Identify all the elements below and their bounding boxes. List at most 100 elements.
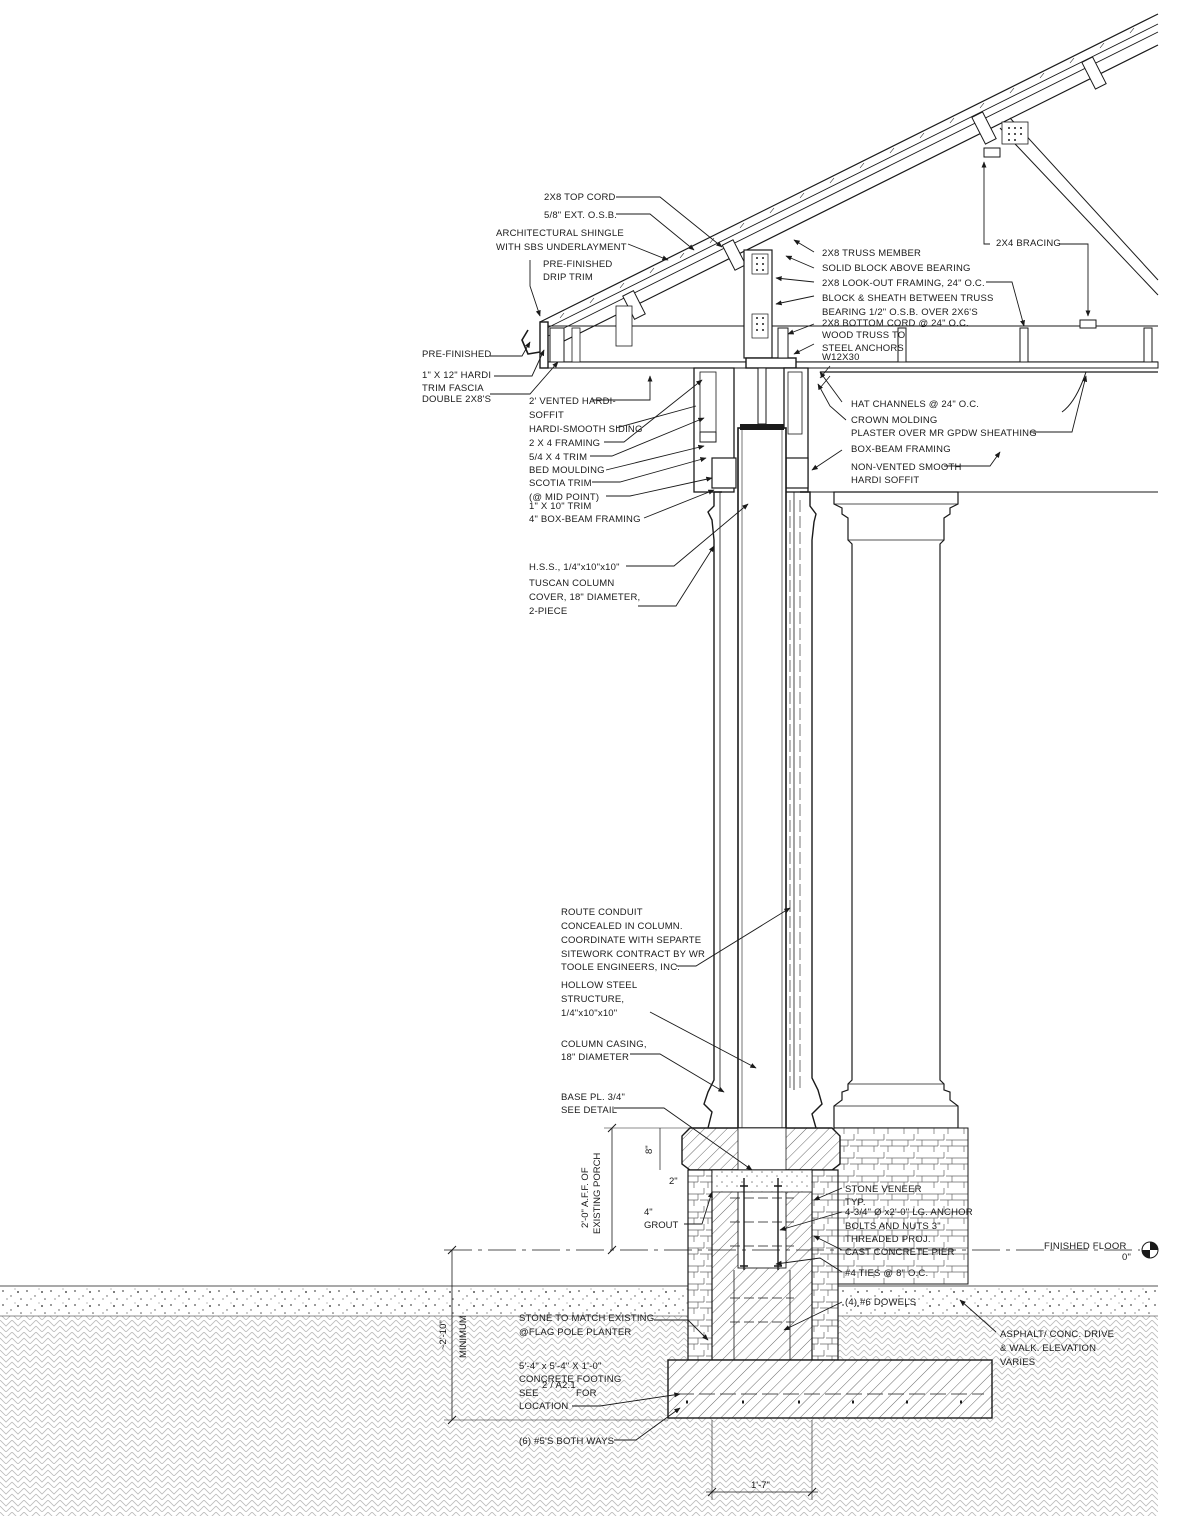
dim-8in: 8": [644, 1145, 655, 1154]
label-double-2x8: DOUBLE 2X8'S: [422, 394, 491, 405]
label-non-vented-soffit-2: HARDI SOFFIT: [851, 475, 919, 486]
label-drip-trim-2: DRIP TRIM: [543, 272, 593, 283]
label-crown-molding: CROWN MOLDING: [851, 415, 938, 426]
roof-assembly: [521, 13, 1159, 413]
base-annotations: STONE VENEER TYP. 4-3/4" Ø x2'-0" LG. AN…: [845, 1184, 1114, 1368]
label-tuscan-3: 2-PIECE: [529, 606, 567, 617]
dim-minimum: MINIMUM: [458, 1315, 469, 1358]
box-beam: [693, 365, 1158, 493]
label-footing-rebar: (6) #5'S BOTH WAYS: [519, 1436, 614, 1447]
label-fascia-1: 1" X 12" HARDI: [422, 370, 491, 381]
label-hat-channels: HAT CHANNELS @ 24" O.C.: [851, 399, 979, 410]
tuscan-column-elevation: [833, 491, 969, 1285]
label-non-vented-soffit-1: NON-VENTED SMOOTH: [851, 462, 962, 473]
dimension-lines: [444, 1123, 818, 1500]
label-base-plate-2: SEE DETAIL: [561, 1105, 617, 1116]
label-asphalt-3: VARIES: [1000, 1357, 1035, 1368]
dim-2in: 2": [669, 1176, 678, 1187]
label-tuscan-1: TUSCAN COLUMN: [529, 578, 614, 589]
label-steel-anchors: STEEL ANCHORS: [822, 343, 904, 354]
label-hollow-steel-2: STRUCTURE,: [561, 994, 624, 1005]
dim-depth: ~2'-10": [438, 1320, 449, 1350]
label-stone-veneer-typ: TYP.: [845, 1197, 866, 1208]
label-dowels: (4) #6 DOWELS: [845, 1297, 916, 1308]
label-asphalt-2: & WALK. ELEVATION: [1000, 1343, 1096, 1354]
label-base-plate-1: BASE PL. 3/4": [561, 1092, 625, 1103]
label-5-4-trim: 5/4 X 4 TRIM: [529, 452, 587, 463]
label-w12x30: W12X30: [822, 352, 860, 363]
label-ties: #4 TIES @ 8" O.C.: [845, 1268, 928, 1279]
column-casing: [703, 491, 823, 1129]
label-footing-ref: 2 / A2.1: [542, 1380, 576, 1391]
label-top-cord: 2X8 TOP CORD: [544, 192, 616, 203]
label-truss-member: 2X8 TRUSS MEMBER: [822, 248, 921, 259]
roof-annotations: 2X8 TOP CORD 5/8" EXT. O.S.B. ARCHITECTU…: [422, 192, 627, 405]
label-casing-1: COLUMN CASING,: [561, 1039, 647, 1050]
dim-pier-width: 1'-7": [751, 1480, 770, 1491]
label-vented-soffit-2: SOFFIT: [529, 410, 564, 421]
label-conduit-4: SITEWORK CONTRACT BY WR: [561, 949, 705, 960]
label-anchor-bolts-2: BOLTS AND NUTS 3": [845, 1221, 941, 1232]
label-fascia-2: TRIM FASCIA: [422, 383, 484, 394]
dimension-annotations: 2'-0" A.F.F. OF EXISTING PORCH 8" 2" 4" …: [438, 1145, 770, 1491]
label-osb: 5/8" EXT. O.S.B.: [544, 210, 617, 221]
label-bed-moulding: BED MOULDING: [529, 465, 605, 476]
label-conduit-2: CONCEALED IN COLUMN.: [561, 921, 683, 932]
label-concrete-pier: CAST CONCRETE PIER: [845, 1247, 955, 1258]
dim-grout-4in: 4": [644, 1207, 653, 1218]
label-bottom-cord: 2X8 BOTTOM CORD @ 24" O.C.: [822, 318, 969, 329]
label-finished-floor: FINISHED FLOOR: [1044, 1241, 1127, 1252]
label-footing-1: 5'-4" x 5'-4" X 1'-0": [519, 1361, 602, 1372]
label-plaster: PLASTER OVER MR GPDW SHEATHING: [851, 428, 1037, 439]
label-hollow-steel-1: HOLLOW STEEL: [561, 980, 637, 991]
label-conduit-3: COORDINATE WITH SEPARTE: [561, 935, 701, 946]
label-2x4-bracing: 2X4 BRACING: [996, 238, 1061, 249]
label-anchor-bolts-1: 4-3/4" Ø x2'-0" LG. ANCHOR: [845, 1207, 973, 1218]
label-solid-block: SOLID BLOCK ABOVE BEARING: [822, 263, 971, 274]
label-tuscan-2: COVER, 18" DIAMETER,: [529, 592, 640, 603]
dim-grout: GROUT: [644, 1220, 679, 1231]
label-conduit-1: ROUTE CONDUIT: [561, 907, 643, 918]
right-annotations: 2X8 TRUSS MEMBER SOLID BLOCK ABOVE BEARI…: [822, 238, 1061, 486]
label-bearing-osb: BEARING 1/2" O.S.B. OVER 2X6'S: [822, 307, 978, 318]
label-anchor-bolts-3: THREADED PROJ.: [845, 1234, 931, 1245]
label-lookout-framing: 2X8 LOOK-OUT FRAMING, 24" O.C.: [822, 278, 985, 289]
label-box-beam-4in: 4" BOX-BEAM FRAMING: [529, 514, 641, 525]
label-footing-for: FOR: [576, 1388, 597, 1399]
dim-porch-height-1: 2'-0" A.F.F. OF: [580, 1167, 591, 1228]
label-hollow-steel-3: 1/4"x10"x10": [561, 1008, 617, 1019]
label-drip-trim-1: PRE-FINISHED: [543, 259, 612, 270]
column-annotations: ROUTE CONDUIT CONCEALED IN COLUMN. COORD…: [561, 907, 705, 1116]
footing-annotations: STONE TO MATCH EXISTING @FLAG POLE PLANT…: [519, 1313, 654, 1447]
label-conduit-5: TOOLE ENGINEERS, INC.: [561, 962, 680, 973]
label-gutter: PRE-FINISHED: [422, 349, 491, 360]
label-footing-see: SEE: [519, 1388, 539, 1399]
leader-lines: [490, 161, 1091, 1441]
pier-base: [667, 1127, 993, 1419]
level-annotations: FINISHED FLOOR 0": [1044, 1241, 1131, 1263]
label-scotia-trim: SCOTIA TRIM: [529, 478, 592, 489]
label-asphalt-1: ASPHALT/ CONC. DRIVE: [1000, 1329, 1114, 1340]
label-stone-match-2: @FLAG POLE PLANTER: [519, 1327, 632, 1338]
label-hardi-siding: HARDI-SMOOTH SIDING: [529, 424, 643, 435]
label-box-beam-framing: BOX-BEAM FRAMING: [851, 444, 951, 455]
label-wood-truss: WOOD TRUSS TO: [822, 330, 905, 341]
label-2x4-framing: 2 X 4 FRAMING: [529, 438, 600, 449]
steel-column: [737, 367, 787, 1185]
label-mid-point: (@ MID POINT): [529, 492, 599, 503]
label-block-sheath: BLOCK & SHEATH BETWEEN TRUSS: [822, 293, 994, 304]
label-finished-floor-elev: 0": [1122, 1252, 1131, 1263]
finished-floor-line: [444, 1241, 1159, 1259]
label-casing-2: 18" DIAMETER: [561, 1052, 629, 1063]
left-annotations: 2' VENTED HARDI- SOFFIT HARDI-SMOOTH SID…: [529, 396, 643, 617]
label-hss: H.S.S., 1/4"x10"x10": [529, 562, 620, 573]
label-1x10-trim: 1" X 10" TRIM: [529, 501, 592, 512]
label-vented-soffit-1: 2' VENTED HARDI-: [529, 396, 616, 407]
label-stone-veneer: STONE VENEER: [845, 1184, 922, 1195]
dim-porch-height-2: EXISTING PORCH: [592, 1153, 603, 1234]
label-shingle-underlayment: WITH SBS UNDERLAYMENT: [496, 242, 627, 253]
label-shingle: ARCHITECTURAL SHINGLE: [496, 228, 624, 239]
label-stone-match-1: STONE TO MATCH EXISTING: [519, 1313, 654, 1324]
label-footing-location: LOCATION: [519, 1401, 568, 1412]
